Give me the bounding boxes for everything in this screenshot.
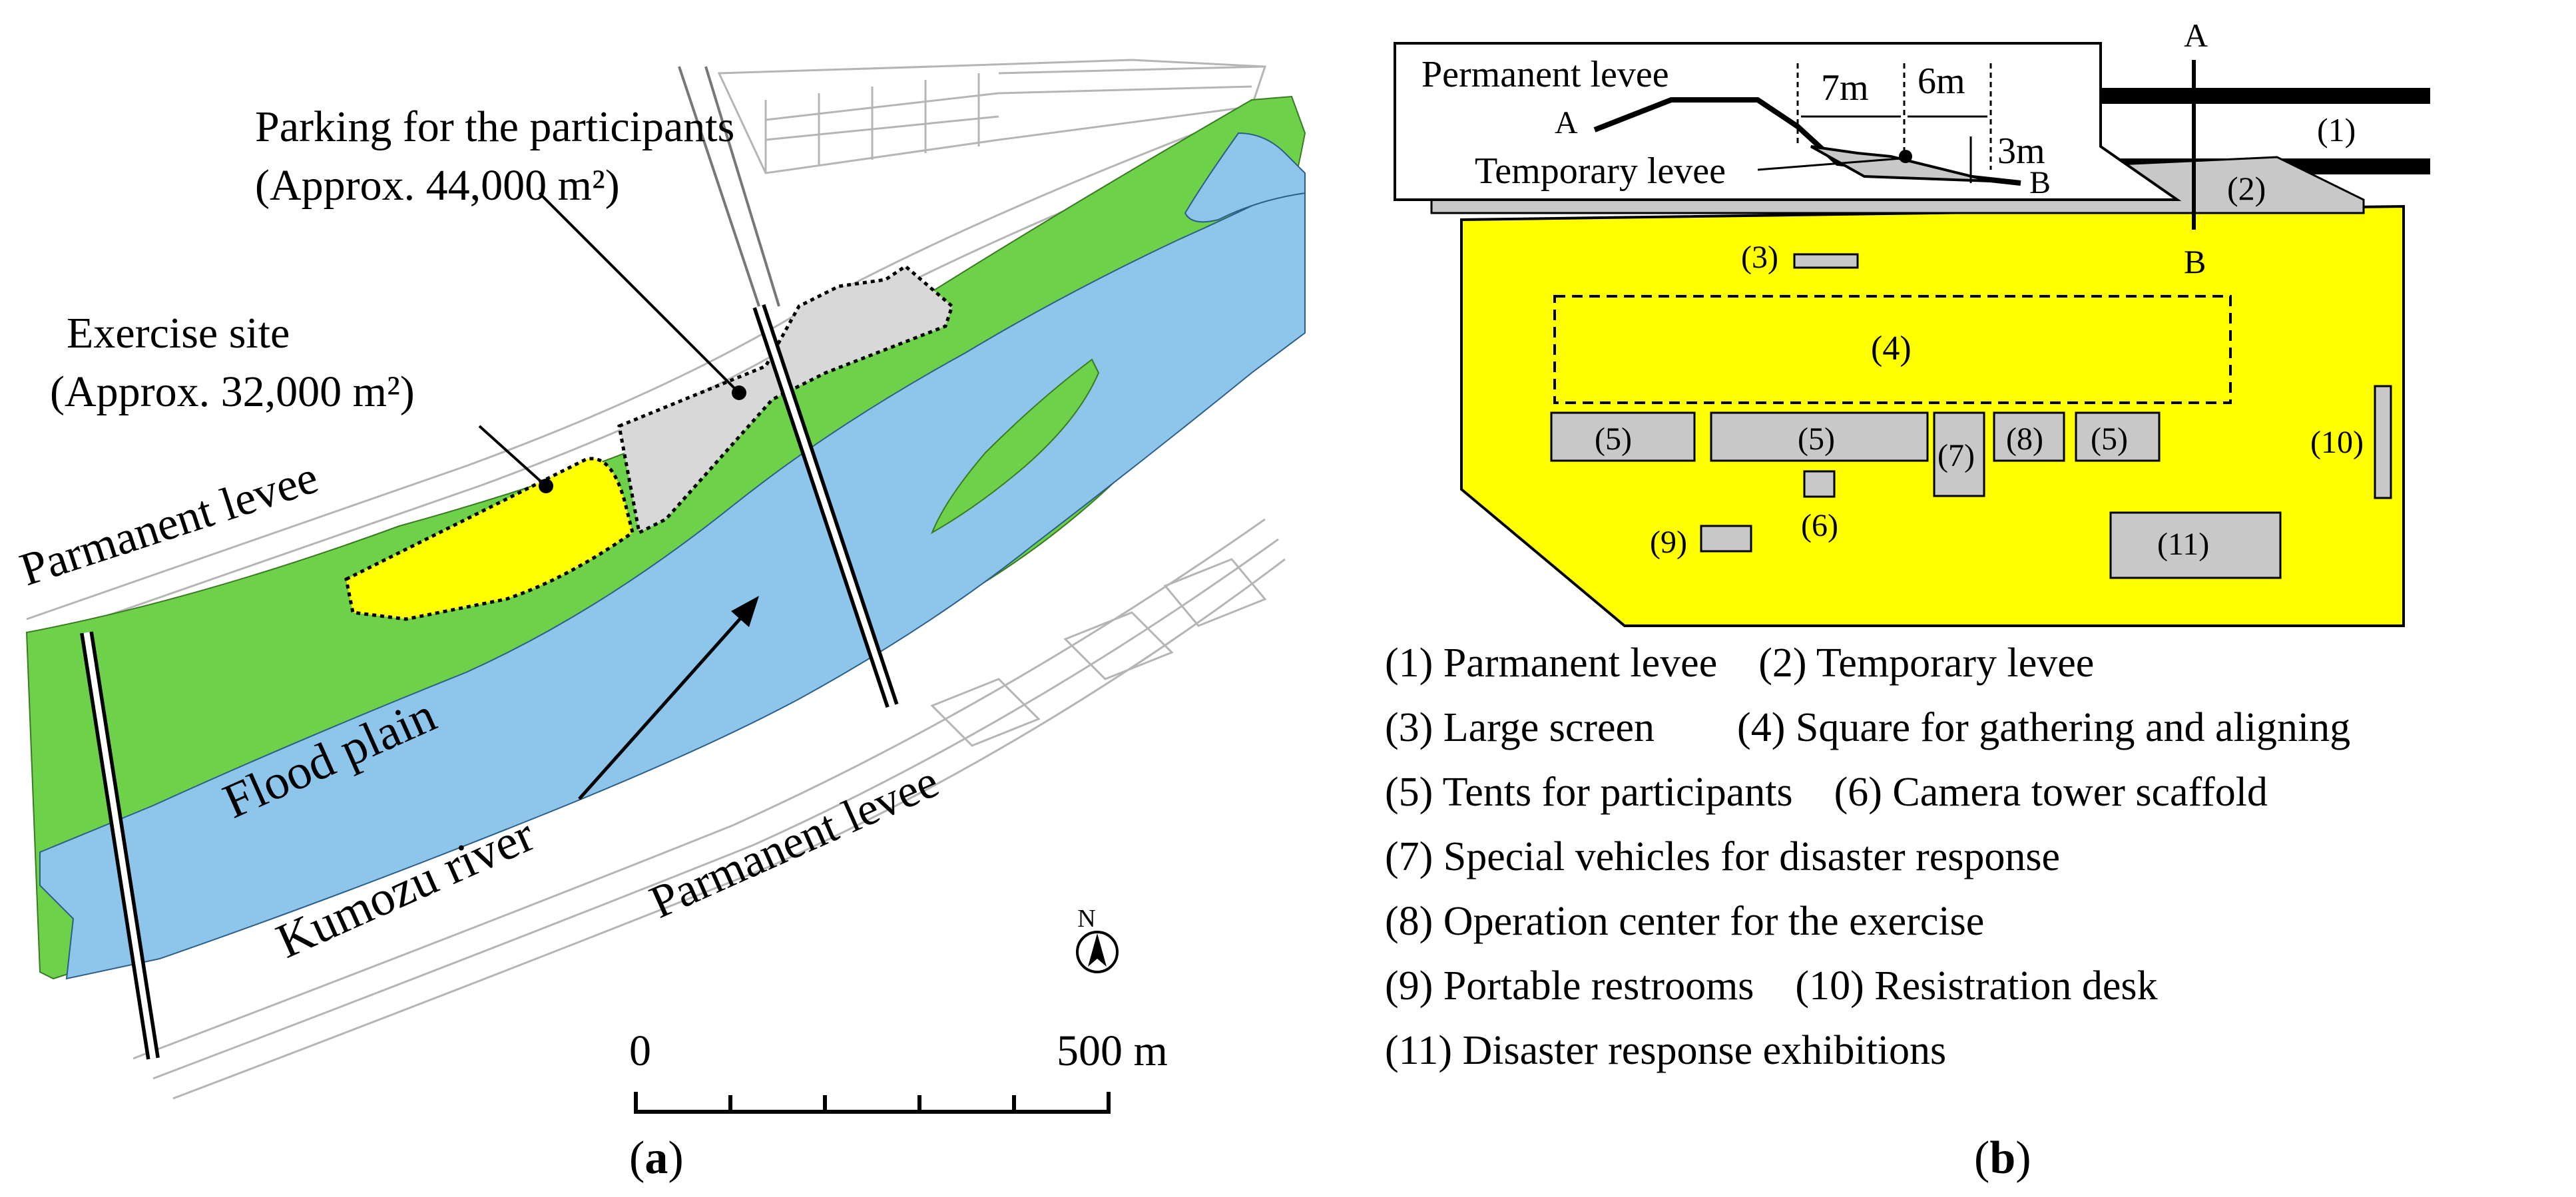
exercise-leader-line	[478, 425, 547, 487]
marker-11: (11)	[2157, 527, 2209, 562]
river-branch-top	[1184, 132, 1306, 223]
marker-9: (9)	[1650, 525, 1687, 560]
special-vehicles	[1933, 411, 1985, 497]
legend-line-3: (5) Tents for participants (6) Camera to…	[1385, 770, 2268, 815]
exercise-label-line2: (Approx. 32,000 m²)	[50, 367, 415, 416]
temporary-levee-section	[1810, 145, 1991, 182]
permanent-levee-top-bar	[2097, 88, 2430, 104]
marker-8: (8)	[2006, 421, 2043, 457]
dimension-lines	[1796, 63, 1992, 183]
marker-5-1: (5)	[1595, 421, 1632, 457]
panel-a-map: Parking for the participants (Approx. 44…	[14, 59, 1306, 1114]
large-screen	[1793, 253, 1859, 269]
bridge-right	[678, 66, 899, 708]
scale-bar: 0 500 m	[629, 1027, 1168, 1114]
dim-6m: 6m	[1918, 61, 1965, 102]
inset-point-a: A	[1555, 105, 1578, 140]
river-area	[39, 178, 1306, 980]
legend-line-5: (8) Operation center for the exercise	[1385, 899, 1985, 944]
exercise-label-line1: Exercise site	[67, 309, 290, 358]
marker-6: (6)	[1801, 508, 1838, 543]
legend-line-1: (1) Parmanent levee (2) Temporary levee	[1385, 640, 2095, 686]
inset-temporary-label: Temporary levee	[1475, 150, 1726, 192]
section-dot	[1899, 150, 1912, 163]
parking-label-line1: Parking for the participants	[255, 103, 734, 151]
marker-4: (4)	[1871, 330, 1912, 367]
marker-5-2: (5)	[1798, 421, 1835, 457]
temporary-leader-line	[1757, 157, 1902, 171]
legend-line-4: (7) Special vehicles for disaster respon…	[1385, 834, 2061, 879]
svg-text:N: N	[1077, 905, 1095, 933]
river-island	[931, 358, 1100, 535]
inset-point-b: B	[2029, 165, 2051, 200]
parking-area	[617, 264, 954, 535]
section-point-b: B	[2184, 243, 2206, 280]
portable-restrooms	[1700, 525, 1752, 553]
scale-end-label: 500 m	[1057, 1027, 1168, 1075]
tent-1	[1550, 411, 1696, 462]
tent-2	[1710, 411, 1929, 462]
river-flow-arrow	[578, 596, 759, 800]
marker-7: (7)	[1937, 438, 1975, 473]
urban-area-bottom	[132, 518, 1286, 1100]
marker-3: (3)	[1741, 240, 1778, 275]
inset-permanent-label: Permanent levee	[1421, 54, 1669, 95]
camera-tower	[1803, 470, 1836, 498]
parking-leader-line	[538, 192, 740, 394]
marker-2: (2)	[2227, 170, 2266, 207]
disaster-exhibitions	[2109, 511, 2282, 579]
dim-7m: 7m	[1821, 67, 1869, 109]
exercise-leader-dot	[539, 479, 553, 493]
panel-label-a: (a)	[629, 1132, 684, 1184]
parking-label-line2: (Approx. 44,000 m²)	[255, 161, 620, 210]
operation-center	[1993, 411, 2065, 462]
panel-b-layout: (1) (2) Permanent levee Temporary levee …	[1394, 17, 2430, 627]
exercise-site-area	[344, 457, 635, 621]
legend-line-7: (11) Disaster response exhibitions	[1385, 1028, 1947, 1073]
section-point-a: A	[2184, 17, 2208, 54]
dim-3m: 3m	[1997, 130, 2045, 172]
scale-start-label: 0	[629, 1027, 651, 1075]
gathering-square	[1553, 295, 2232, 404]
marker-5-3: (5)	[2091, 421, 2128, 457]
parking-leader-dot	[732, 385, 746, 400]
north-arrow-icon: N	[1076, 905, 1119, 973]
panel-label-b: (b)	[1974, 1132, 2031, 1184]
legend-line-6: (9) Portable restrooms (10) Resistration…	[1385, 963, 2158, 1009]
marker-10: (10)	[2310, 425, 2364, 460]
legend-line-2: (3) Large screen (4) Square for gatherin…	[1385, 705, 2351, 750]
registration-desk	[2374, 385, 2392, 499]
tent-3	[2075, 411, 2161, 462]
bridge-left	[80, 631, 160, 1060]
marker-1: (1)	[2317, 111, 2356, 148]
